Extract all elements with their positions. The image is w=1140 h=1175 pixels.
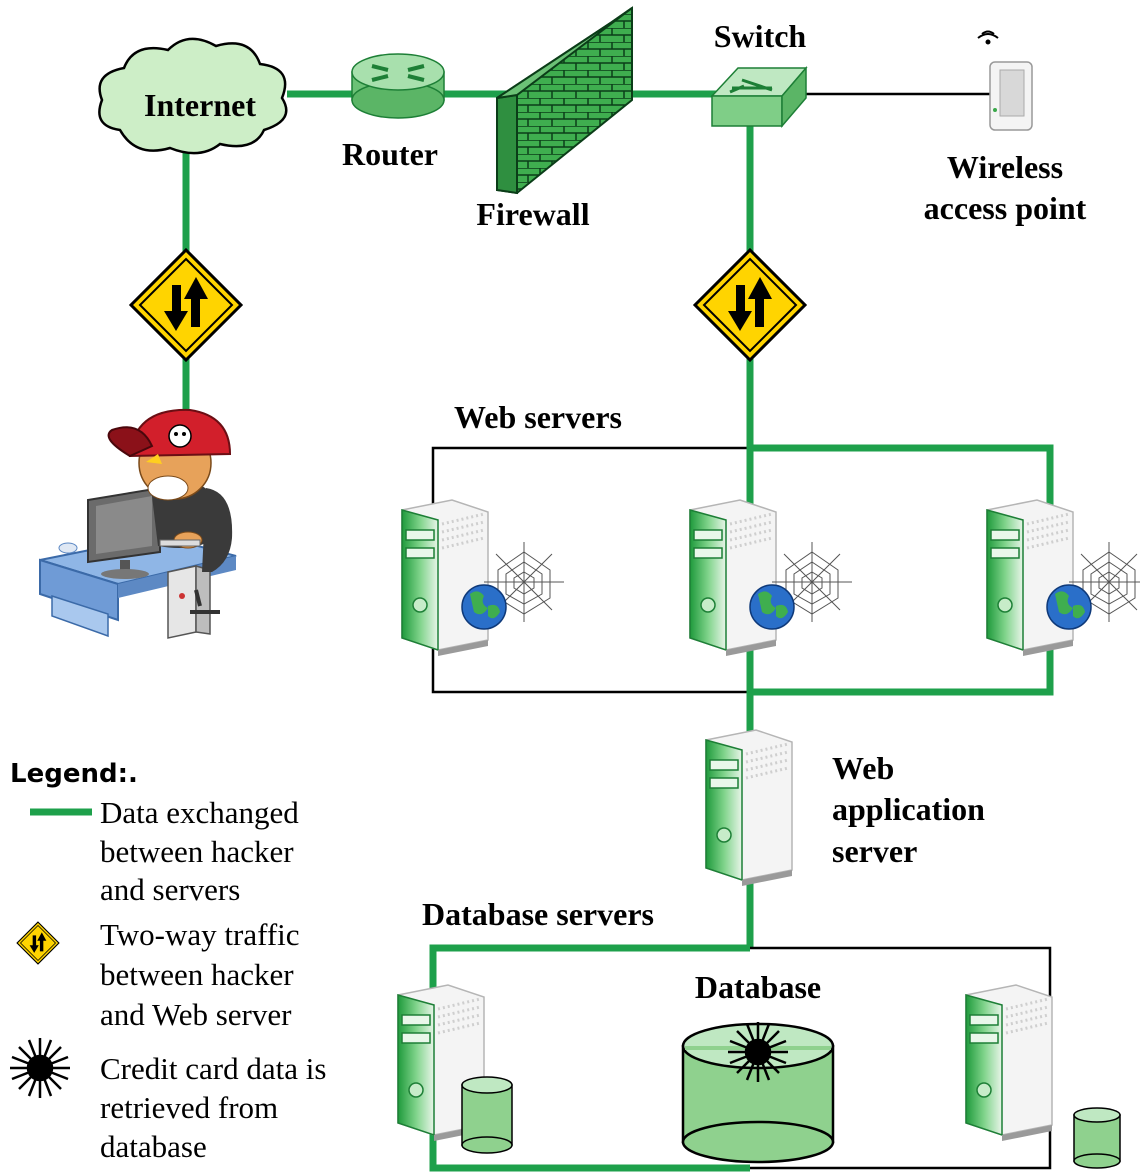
- firewall-label: Firewall: [476, 196, 589, 232]
- legend-item-3-line-2: retrieved from: [100, 1090, 278, 1125]
- database-server: [964, 983, 1121, 1169]
- web-server: [985, 498, 1140, 658]
- database-server: [396, 983, 513, 1154]
- web-servers-label: Web servers: [454, 399, 622, 435]
- internet-cloud-icon: [98, 37, 288, 155]
- legend-title: Legend:.: [10, 759, 138, 789]
- web-application-server-icon: [704, 728, 794, 888]
- database-label: Database: [695, 969, 821, 1005]
- switch-icon: [710, 65, 808, 129]
- web-app-label-line3: server: [832, 833, 917, 869]
- legend-item-2-line-2: between hacker: [100, 957, 294, 992]
- switch-label: Switch: [714, 18, 807, 54]
- database-servers-label: Database servers: [422, 896, 654, 932]
- two-way-traffic-sign-icon: [129, 248, 243, 362]
- wireless-access-point-icon: [989, 61, 1033, 131]
- database-cylinder-icon: [681, 1022, 835, 1164]
- legend-item-3-line-3: database: [100, 1129, 207, 1164]
- legend-item-3-line-1: Credit card data is: [100, 1051, 326, 1086]
- legend-item-1-line-2: between hacker: [100, 834, 294, 869]
- starburst-icon: [726, 1020, 790, 1084]
- legend-item-1-line-1: Data exchanged: [100, 795, 299, 830]
- wireless-label-line2: access point: [924, 190, 1087, 226]
- hacker-icon: [39, 408, 237, 639]
- wifi-signal-icon: [977, 30, 999, 45]
- web-server: [400, 498, 565, 658]
- web-app-label-line1: Web: [832, 750, 894, 786]
- two-way-traffic-sign-icon: [693, 248, 807, 362]
- legend: Legend:. Data exchanged between hacker a…: [8, 759, 326, 1164]
- firewall-icon: [496, 6, 633, 195]
- wireless-label-line1: Wireless: [947, 149, 1063, 185]
- connection-lines: [182, 90, 1054, 1172]
- two-way-traffic-sign-icon: [16, 921, 60, 965]
- starburst-icon: [8, 1036, 72, 1100]
- legend-item-1-line-3: and servers: [100, 872, 240, 907]
- internet-label: Internet: [144, 87, 256, 123]
- legend-item-2-line-1: Two-way traffic: [100, 917, 300, 952]
- web-server: [688, 498, 853, 658]
- web-app-label-line2: application: [832, 791, 985, 827]
- router-label: Router: [342, 136, 438, 172]
- legend-item-2-line-3: and Web server: [100, 997, 292, 1032]
- router-icon: [351, 53, 445, 119]
